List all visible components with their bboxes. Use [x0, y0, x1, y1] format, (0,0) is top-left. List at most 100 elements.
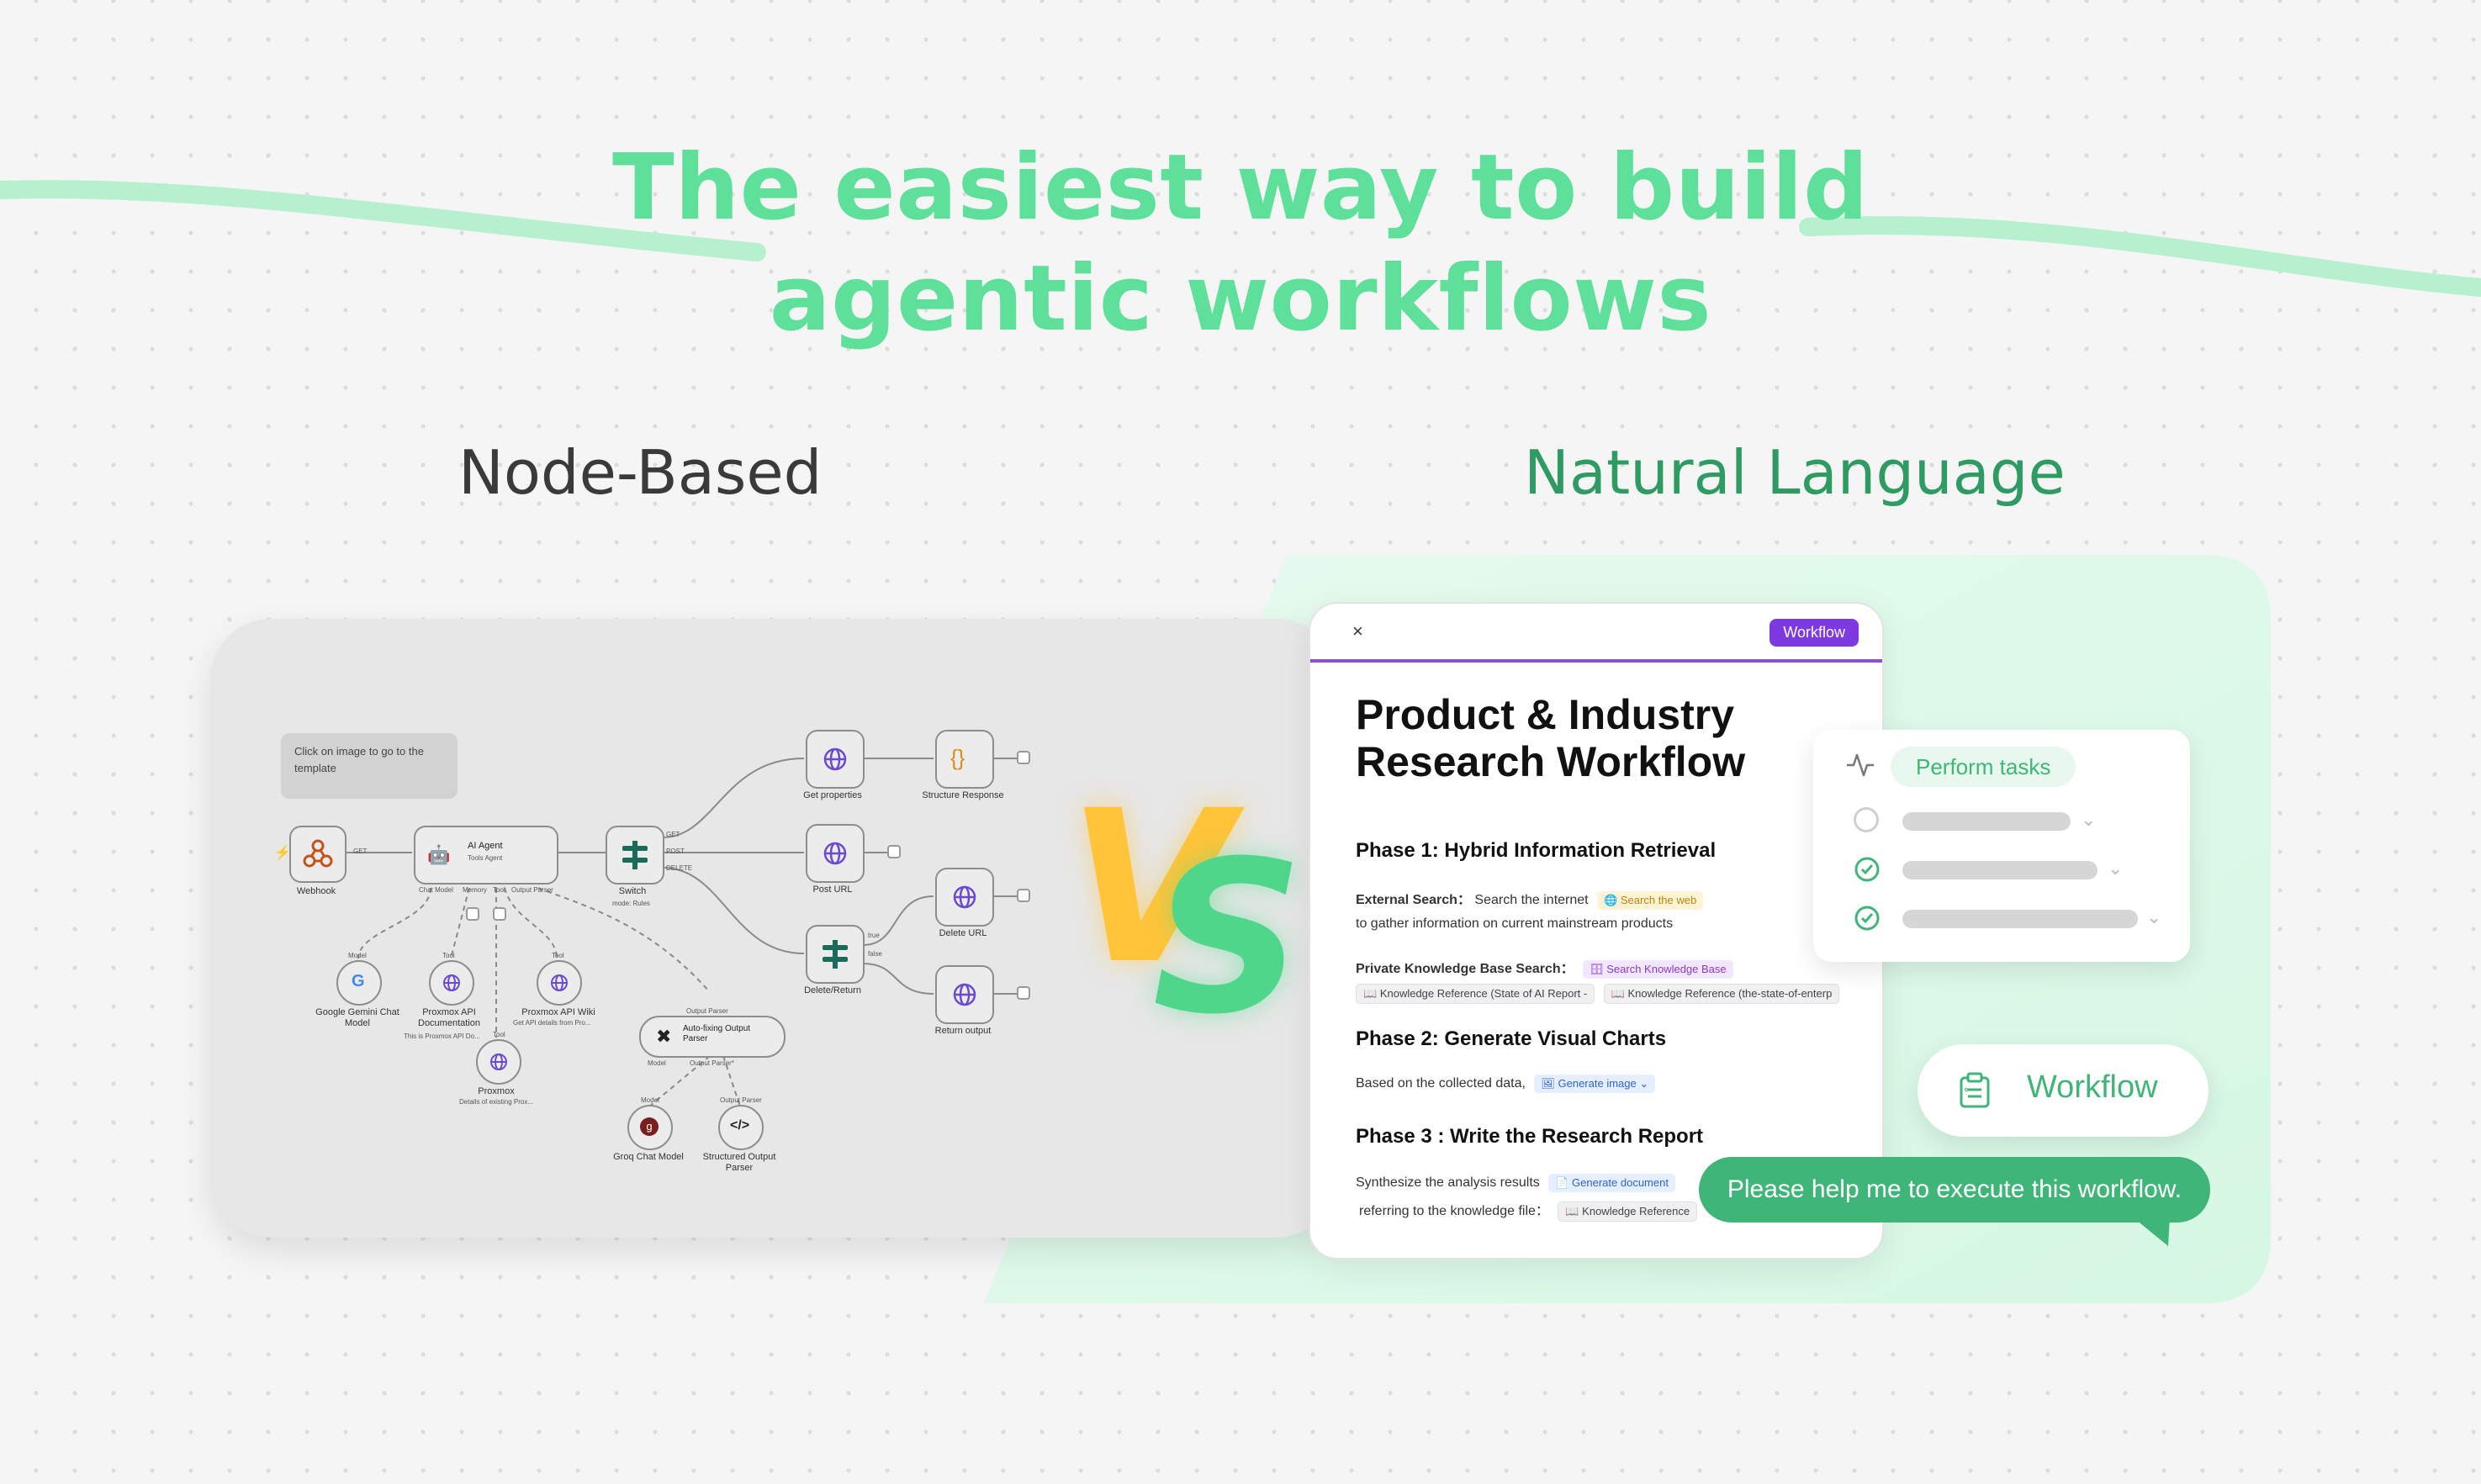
globe-icon: [953, 885, 976, 909]
google-gemini-node[interactable]: G: [336, 960, 382, 1006]
generate-image-chip-label: Generate image: [1558, 1077, 1637, 1090]
webhook-node[interactable]: [289, 826, 346, 883]
true-edge-label: true: [868, 932, 880, 939]
vs-badge: V S: [1060, 765, 1304, 1060]
ai-agent-sub: Tools Agent: [468, 854, 503, 862]
proxmox-api-wiki-label: Proxmox API Wiki: [521, 1007, 595, 1017]
template-tooltip[interactable]: Click on image to go to the template: [281, 733, 458, 799]
edge-tool: Tool: [493, 886, 505, 894]
output-parser-edge-label: Output Parser: [686, 1007, 728, 1015]
generate-document-chip-label: Generate document: [1572, 1176, 1669, 1189]
perform-tasks-pill[interactable]: Perform tasks: [1891, 747, 2076, 787]
chat-bubble: Please help me to execute this workflow.: [1699, 1157, 2210, 1223]
vs-letter-v: V: [1068, 765, 1231, 1010]
proxmox-api-doc-label: Proxmox API Documentation: [418, 1007, 480, 1028]
get-edge-label: GET: [353, 848, 368, 855]
task-placeholder-bar: [1902, 812, 2071, 831]
chevron-down-icon[interactable]: ⌄: [2108, 858, 2124, 879]
check-circle-icon[interactable]: [1854, 856, 1881, 883]
switch-node[interactable]: [606, 826, 664, 885]
proxmox-node[interactable]: [476, 1039, 521, 1085]
phase-3-text-2: referring to the knowledge file：: [1359, 1204, 1549, 1218]
search-kb-chip[interactable]: 🗄 Search Knowledge Base: [1583, 960, 1733, 979]
phase-2-text: Based on the collected data,: [1356, 1076, 1526, 1091]
edge-chat-model: Chat Model: [419, 886, 453, 894]
delete-edge-label: DELETE: [666, 864, 693, 872]
auto-fixing-label: Auto-fixing Output Parser: [683, 1024, 751, 1043]
workflow-button-label: Workflow: [2027, 1069, 2158, 1105]
return-output-node[interactable]: [935, 965, 994, 1024]
get2-edge-label: GET: [666, 831, 680, 838]
delete-return-label: Delete/Return: [804, 985, 861, 995]
activity-icon: [1847, 753, 1874, 777]
knowledge-ref-3-label: Knowledge Reference: [1582, 1205, 1690, 1217]
globe-icon: [823, 747, 847, 771]
structure-response-node[interactable]: {}: [935, 730, 994, 789]
search-kb-chip-label: Search Knowledge Base: [1606, 963, 1727, 975]
search-web-chip-label: Search the web: [1620, 894, 1697, 906]
edge-output-parser: Output Parser: [511, 886, 553, 894]
knowledge-ref-1-label: Knowledge Reference (State of AI Report …: [1379, 987, 1588, 1000]
model-edge-label-2: Model: [641, 1096, 659, 1104]
phase-2-heading: Phase 2: Generate Visual Charts: [1356, 1027, 1667, 1050]
chevron-down-icon[interactable]: ⌄: [2081, 809, 2097, 830]
proxmox-api-doc-sub: This is Proxmox API Do...: [404, 1032, 480, 1040]
model-output-parser-edge: Model: [648, 1059, 666, 1067]
knowledge-ref-2-label: Knowledge Reference (the-state-of-enterp: [1627, 987, 1833, 1000]
workflow-button[interactable]: Workflow: [1918, 1044, 2209, 1137]
edge-memory: Memory: [463, 886, 487, 894]
code-braces-icon: {}: [950, 745, 965, 770]
chevron-down-icon[interactable]: ⌄: [2146, 906, 2162, 927]
get-properties-node[interactable]: [806, 730, 865, 789]
task-pending-icon[interactable]: [1854, 807, 1879, 832]
delete-url-node[interactable]: [935, 868, 994, 927]
natural-language-title: Natural Language: [1524, 437, 2066, 508]
vs-letter-s: S: [1152, 816, 1304, 1060]
structured-output-node[interactable]: </>: [718, 1105, 764, 1150]
node-connections: [345, 751, 1030, 1107]
close-icon[interactable]: ×: [1352, 621, 1363, 642]
pkb-search-line: Private Knowledge Base Search： 🗄 Search …: [1356, 957, 1733, 979]
model-edge-label: Model: [348, 952, 367, 959]
delete-return-node[interactable]: [806, 925, 865, 984]
node-based-panel[interactable]: Click on image to go to the template ⚡ W…: [210, 619, 1337, 1238]
generate-image-chip[interactable]: 🖼 Generate image ⌄: [1534, 1075, 1656, 1093]
node-based-title: Node-Based: [458, 437, 823, 508]
knowledge-refs-line: 📖 Knowledge Reference (State of AI Repor…: [1351, 984, 1840, 1004]
webhook-label: Webhook: [296, 886, 336, 896]
knowledge-ref-chip-1[interactable]: 📖 Knowledge Reference (State of AI Repor…: [1356, 984, 1595, 1004]
phase-2-line: Based on the collected data, 🖼 Generate …: [1356, 1075, 1656, 1093]
workflow-card: × Workflow Product & Industry Research W…: [1309, 602, 1884, 1260]
proxmox-api-wiki-sub: Get API details from Pro...: [513, 1019, 591, 1027]
groq-node[interactable]: g: [627, 1105, 673, 1150]
post-url-node[interactable]: [806, 824, 865, 883]
proxmox-api-doc-node[interactable]: [429, 960, 474, 1006]
auto-fixing-node[interactable]: ✖ Auto-fixing Output Parser: [639, 1016, 786, 1058]
external-search-text: Search the internet: [1474, 893, 1589, 907]
groq-label: Groq Chat Model: [613, 1152, 684, 1162]
knowledge-ref-chip-2[interactable]: 📖 Knowledge Reference (the-state-of-ente…: [1603, 984, 1840, 1004]
groq-icon: g: [640, 1117, 659, 1136]
globe-icon: [443, 974, 460, 991]
tool-edge-label-2: Tool: [552, 952, 564, 959]
generate-document-chip[interactable]: 📄 Generate document: [1548, 1174, 1675, 1192]
ai-agent-label: AI Agent: [468, 841, 503, 851]
return-output-label: Return output: [934, 1026, 992, 1036]
tool-edge-label-3: Tool: [493, 1031, 505, 1038]
globe-icon: [823, 842, 847, 865]
knowledge-ref-chip-3[interactable]: 📖 Knowledge Reference: [1558, 1201, 1698, 1222]
proxmox-label: Proxmox: [478, 1086, 515, 1096]
structure-response-label: Structure Response: [922, 790, 1004, 800]
background-waves: [0, 180, 2481, 297]
proxmox-api-wiki-node[interactable]: [537, 960, 582, 1006]
search-web-chip[interactable]: 🌐 Search the web: [1597, 891, 1704, 910]
globe-icon: [953, 983, 976, 1006]
phase-1-heading: Phase 1: Hybrid Information Retrieval: [1356, 839, 1717, 862]
switch-label: Switch: [618, 886, 647, 896]
check-circle-icon[interactable]: [1854, 905, 1881, 932]
tools-icon: ✖: [656, 1026, 672, 1047]
ai-agent-node[interactable]: 🤖 AI Agent Tools Agent: [414, 826, 558, 885]
google-gemini-label: Google Gemini Chat Model: [315, 1007, 399, 1028]
headline: The easiest way to build agentic workflo…: [612, 135, 1869, 351]
workflow-badge[interactable]: Workflow: [1769, 619, 1859, 647]
